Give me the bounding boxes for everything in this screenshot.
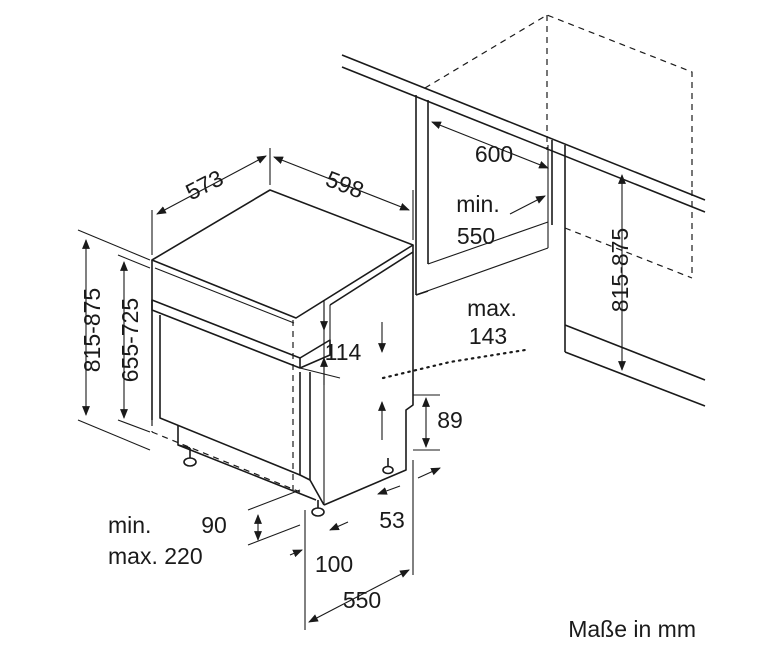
label-max-value: 143 <box>469 323 507 349</box>
label-niche-height: 815-875 <box>607 228 633 312</box>
label-feet-min: min. <box>108 512 151 538</box>
label-niche-width: 600 <box>475 141 513 167</box>
label-foot-set: 53 <box>379 507 405 533</box>
dishwasher-body <box>151 189 414 517</box>
label-depth: 573 <box>181 165 227 206</box>
label-feet-min-value: 90 <box>201 512 227 538</box>
units-caption: Maße in mm <box>568 616 696 642</box>
label-body-height: 655-725 <box>117 298 143 382</box>
label-feet-max: max. 220 <box>108 543 203 569</box>
label-plinth-height: 89 <box>437 407 463 433</box>
kitchen-niche <box>341 14 706 407</box>
label-niche-min-depth: 550 <box>457 223 495 249</box>
label-front-offset: 100 <box>315 551 353 577</box>
label-niche-min: min. <box>456 191 499 217</box>
dimension-lines <box>77 121 626 630</box>
label-overall-depth: 550 <box>343 587 381 613</box>
label-width: 598 <box>322 166 367 204</box>
label-panel-offset: 114 <box>325 339 362 365</box>
label-total-height: 815-875 <box>79 288 105 372</box>
label-max: max. <box>467 295 517 321</box>
